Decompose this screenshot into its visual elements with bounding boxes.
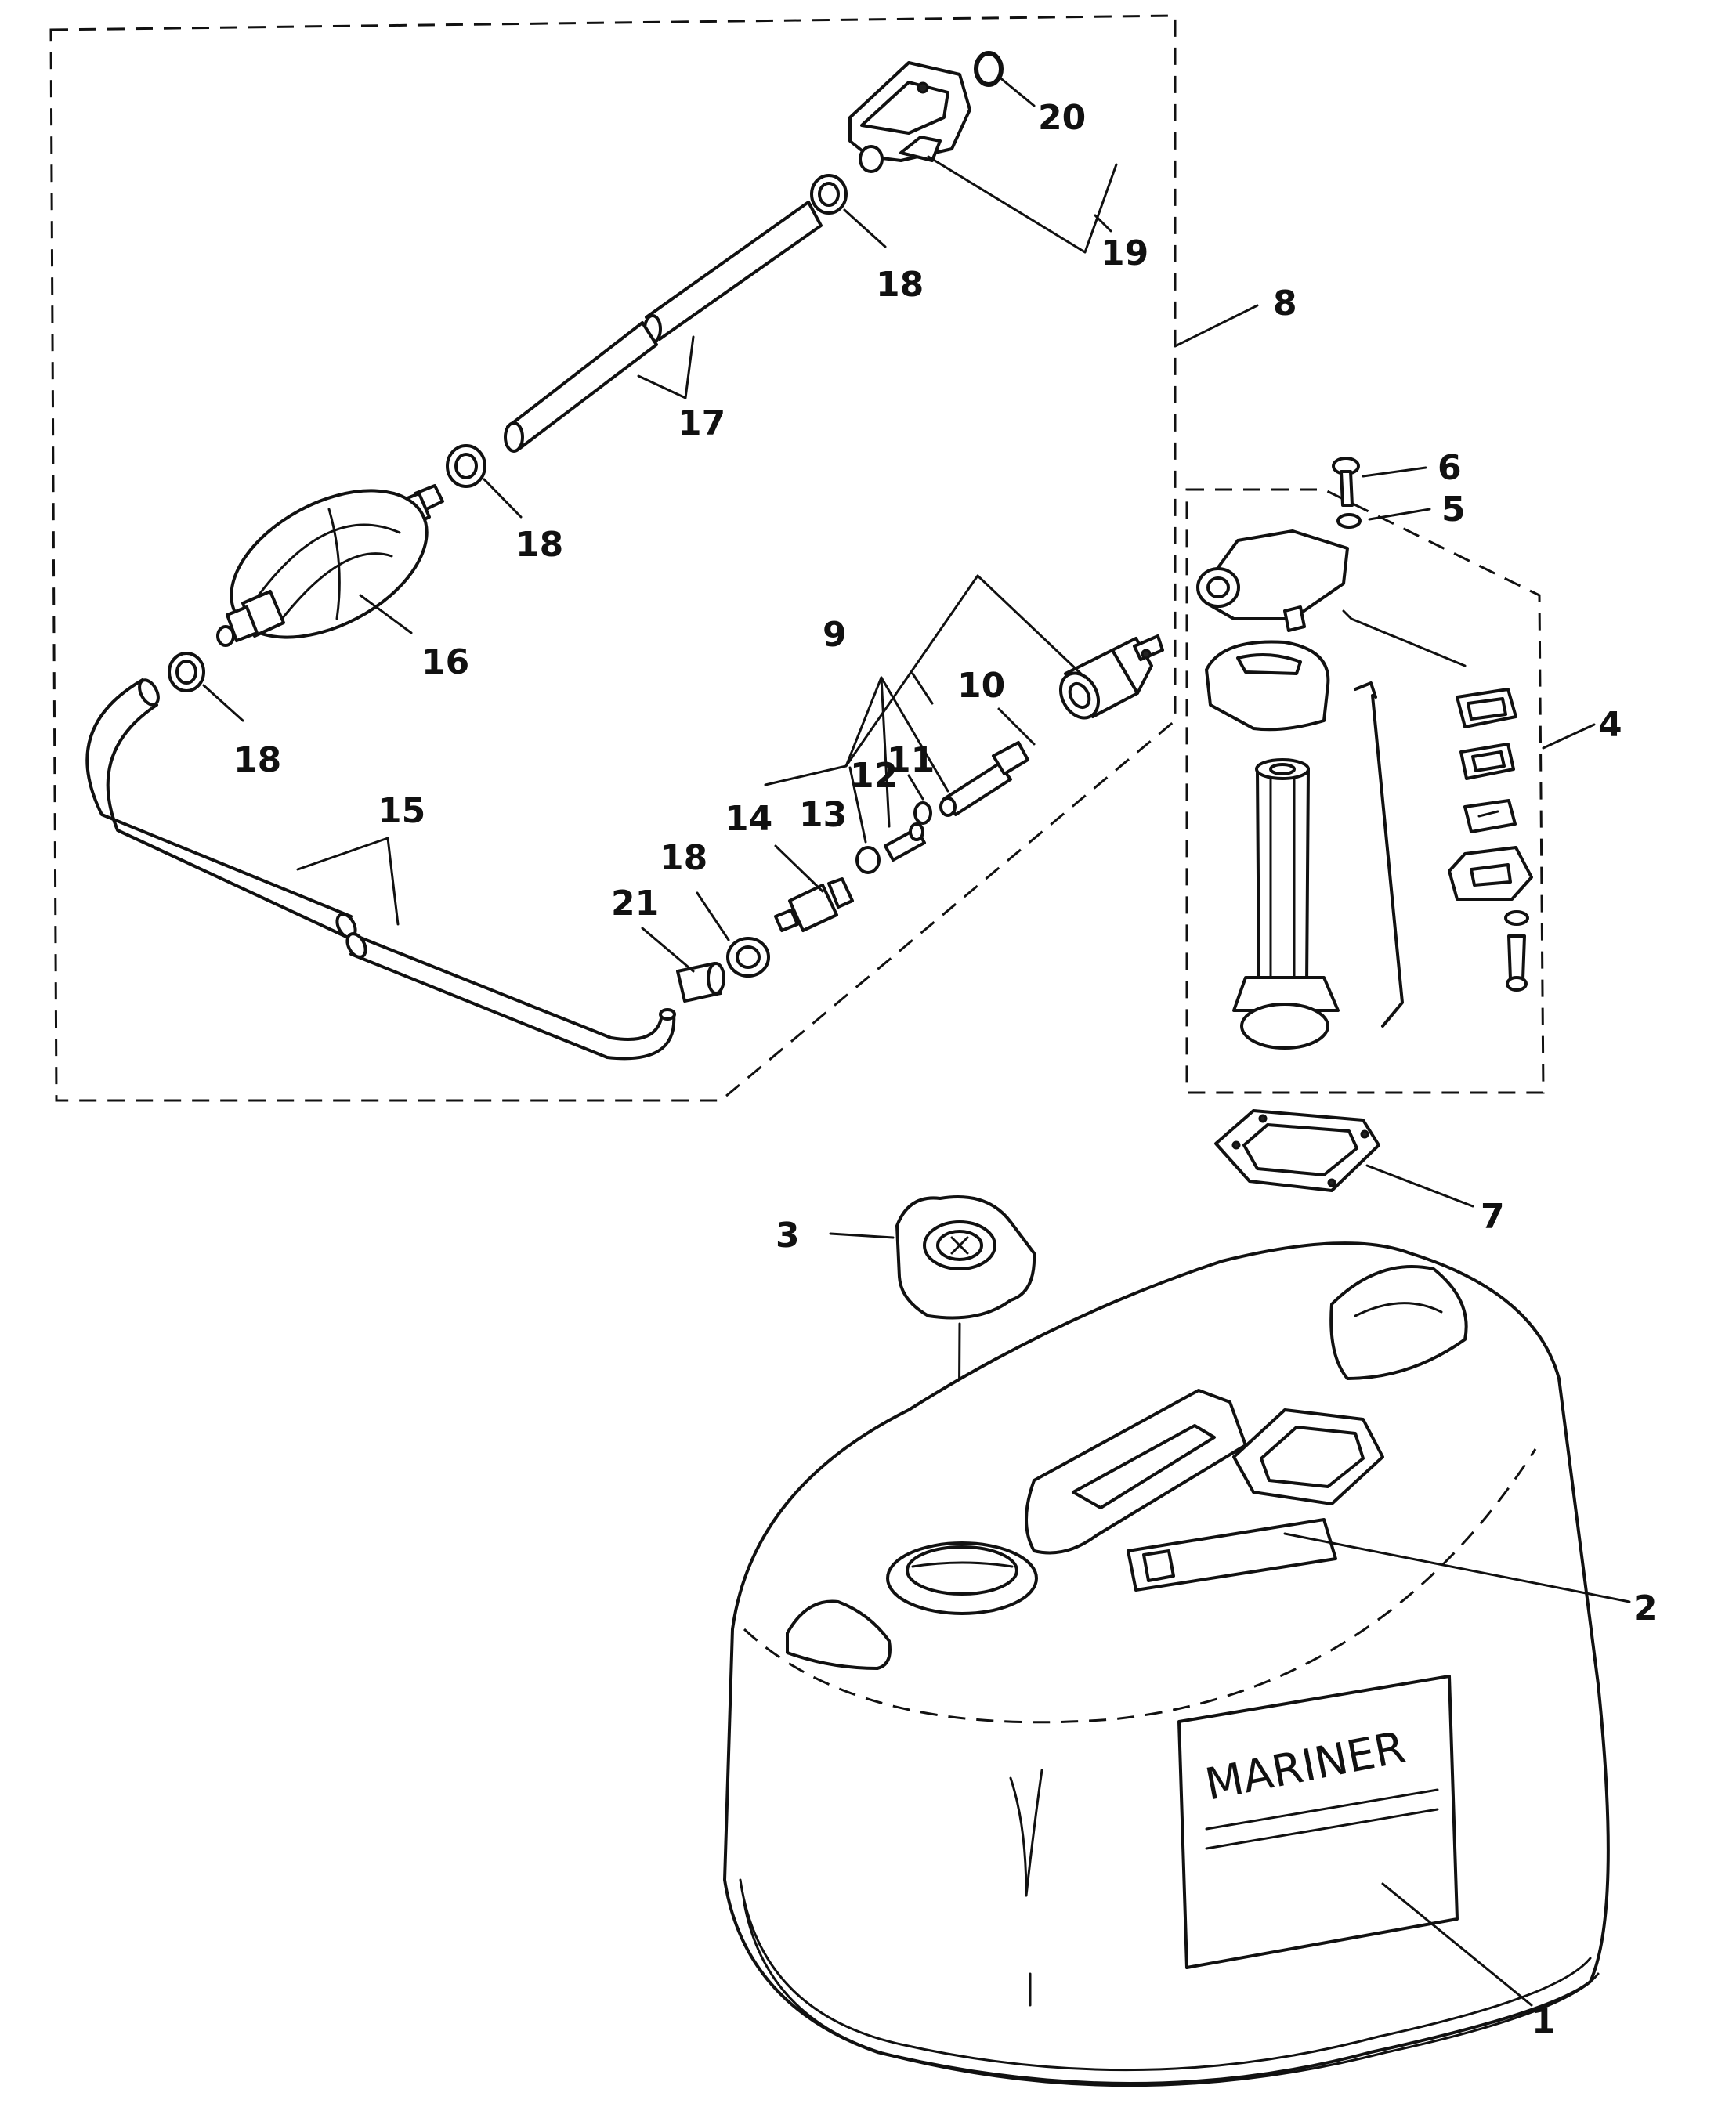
- callout-11: 11: [887, 740, 935, 780]
- callout-16: 16: [421, 642, 469, 682]
- callout-labels: 20 19 18 8 17 6 5 18 9 16 10 4 18 11 12 …: [233, 98, 1658, 2041]
- gauge-cap-part: [1205, 640, 1330, 732]
- short-tube-part: [676, 962, 725, 1003]
- gauge-lens-parts: [1448, 688, 1533, 992]
- gauge-tube-part: [1232, 758, 1340, 1050]
- lock-washer-part: [1336, 513, 1362, 529]
- callout-18-left: 18: [233, 740, 281, 780]
- callout-5: 5: [1441, 490, 1466, 529]
- callout-14: 14: [725, 799, 772, 839]
- primer-bulb-part: [216, 484, 444, 647]
- o-ring-part: [974, 51, 1004, 87]
- callout-17: 17: [678, 403, 725, 443]
- gasket-part: [1214, 1109, 1380, 1192]
- callout-6: 6: [1438, 448, 1462, 488]
- callout-21: 21: [611, 884, 659, 923]
- fuel-gauge-assembly-boundary: [1185, 488, 1545, 1094]
- callout-4: 4: [1598, 705, 1622, 745]
- fuel-line-assembly-boundary: [49, 14, 1177, 1102]
- callout-13: 13: [799, 795, 847, 835]
- screw-part: [1332, 457, 1360, 507]
- callout-9: 9: [823, 615, 847, 655]
- callout-8: 8: [1273, 284, 1297, 323]
- tank-connector-part: [1059, 634, 1164, 720]
- callout-12: 12: [850, 756, 898, 796]
- callout-18-top: 18: [876, 265, 924, 305]
- callout-2: 2: [1633, 1588, 1658, 1628]
- hose-clamp-part-top: [810, 174, 848, 215]
- fuel-connector-part: [848, 61, 971, 173]
- valve-screw-part: [884, 822, 926, 862]
- hose-fitting-part: [774, 877, 854, 932]
- callout-18-upper: 18: [515, 525, 563, 565]
- valve-stem-part: [939, 741, 1029, 817]
- callout-15: 15: [378, 791, 425, 831]
- callout-3: 3: [776, 1216, 800, 1256]
- hose-clamp-part-left: [168, 652, 205, 692]
- washer-part: [855, 846, 881, 874]
- leader-lines: [202, 75, 1631, 2007]
- filler-cap-part: [895, 1195, 1036, 1320]
- hose-clamp-part-upper: [446, 444, 486, 488]
- callout-10: 10: [957, 666, 1005, 706]
- float-arm-part: [1354, 681, 1404, 1028]
- callout-1: 1: [1532, 2001, 1556, 2041]
- callout-20: 20: [1038, 98, 1086, 138]
- small-o-ring-part: [913, 801, 932, 825]
- lower-hose-part: [85, 678, 676, 1061]
- callout-7: 7: [1481, 1197, 1505, 1237]
- gauge-head-part: [1196, 529, 1349, 632]
- fuel-tank-part: MARINER: [723, 1241, 1610, 2087]
- callout-19: 19: [1101, 233, 1148, 273]
- upper-hose-part: [504, 201, 823, 453]
- callout-18-lower: 18: [660, 838, 707, 878]
- hose-clamp-part-lower: [726, 937, 770, 978]
